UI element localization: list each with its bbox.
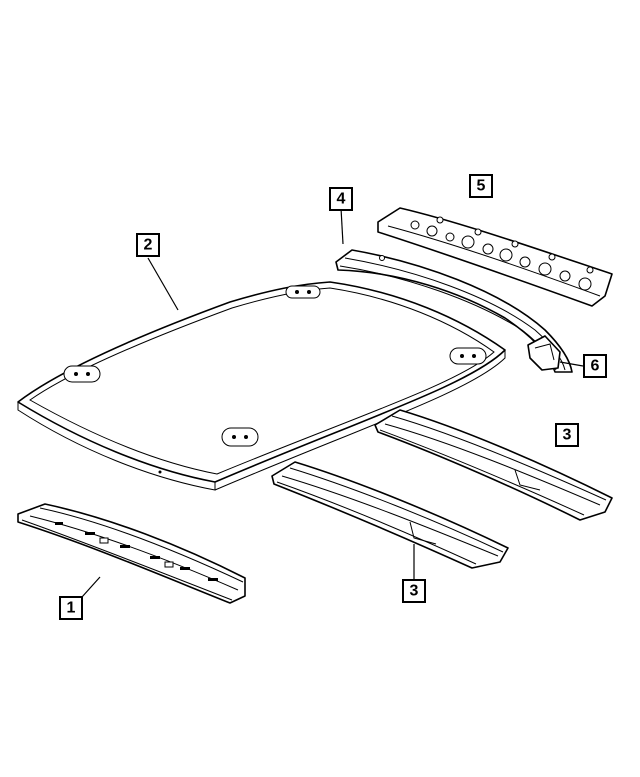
callout-5: 5 [469, 174, 493, 198]
leader-line-1 [81, 576, 101, 598]
callout-4-label: 4 [337, 191, 346, 208]
callout-6-label: 6 [591, 358, 600, 375]
callout-2: 2 [136, 233, 160, 257]
callout-3-upper-label: 3 [563, 427, 572, 444]
leader-line-6 [559, 361, 584, 367]
callout-6: 6 [583, 354, 607, 378]
callout-1-label: 1 [67, 600, 76, 617]
roof-bow-upper-part [374, 409, 613, 521]
callout-1: 1 [59, 596, 83, 620]
leader-line-2 [147, 257, 179, 311]
callout-4: 4 [329, 187, 353, 211]
roof-panel-part [17, 281, 506, 491]
rear-header-bracket-part [527, 335, 561, 371]
callout-3-upper: 3 [555, 423, 579, 447]
callout-3-lower-label: 3 [410, 583, 419, 600]
roof-bow-lower-part [271, 461, 509, 569]
front-header-part [17, 503, 246, 604]
leader-line-4 [340, 207, 344, 245]
callout-5-label: 5 [477, 178, 486, 195]
rear-header-reinforcement-part [377, 207, 613, 307]
callout-3-lower: 3 [402, 579, 426, 603]
callout-2-label: 2 [144, 237, 153, 254]
